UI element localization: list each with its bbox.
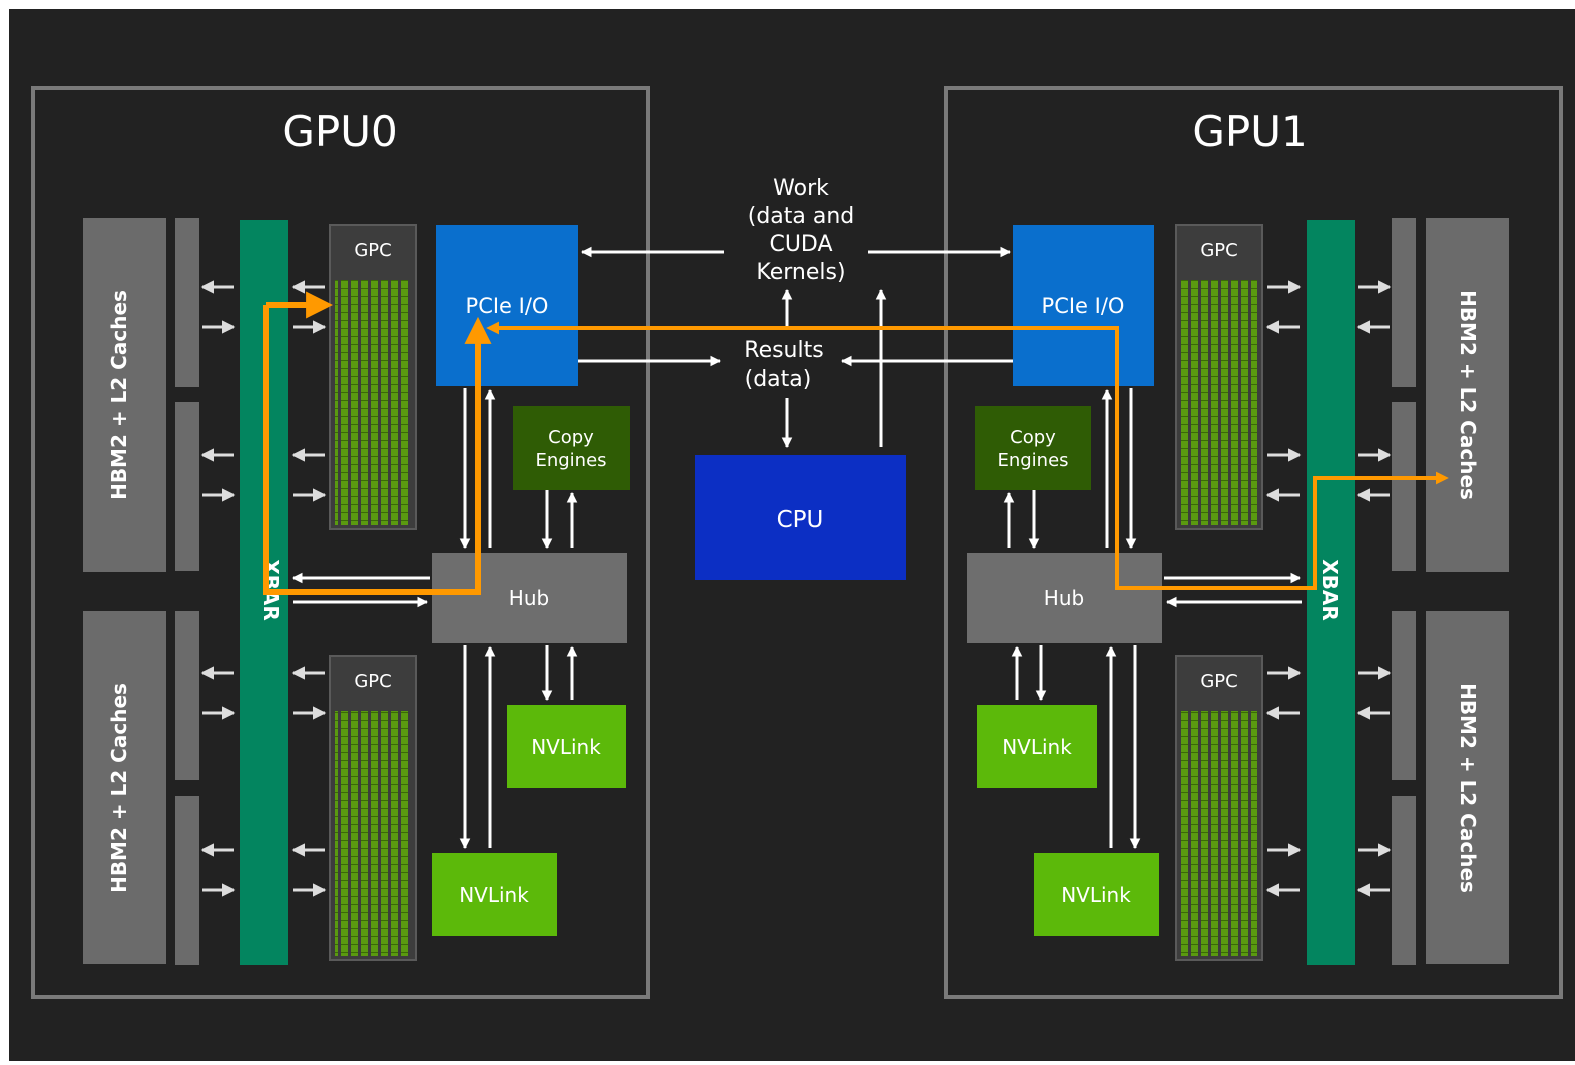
gpu0-mem-controller (175, 402, 199, 571)
gpu1-gpc-top-cores (1181, 280, 1257, 525)
gpu1-mem-controller (1392, 402, 1416, 571)
gpu0-memory-bottom (83, 611, 166, 964)
gpu0-memory-top (83, 218, 166, 572)
gpu1-xbar-label: XBAR (1318, 559, 1342, 621)
gpu1-gpc-bottom-label: GPC (1200, 671, 1237, 692)
arrow-icon (291, 246, 1302, 850)
gpu1-copy-engines (975, 406, 1091, 490)
gpu1-nvlink-2 (1034, 853, 1159, 936)
gpu1-xbar (1307, 220, 1355, 965)
cpu-block (695, 455, 906, 580)
gpu1-copy-engines-label-line1: Copy (1010, 427, 1056, 448)
gpu1-memory-bottom (1426, 611, 1509, 964)
gpu1-gpc-bottom-cores (1181, 711, 1257, 956)
gpu1-mem-controller (1392, 611, 1416, 780)
gpu0-hub-label: Hub (509, 586, 549, 610)
gpu0-memory-bottom-label: HBM2 + L2 Caches (107, 683, 131, 893)
gpu0-mem-controller (175, 611, 199, 780)
work-label-line2: (data and (748, 204, 855, 229)
gpu0-nvlink-1-label: NVLink (531, 735, 601, 759)
gpu1-memory-top-label: HBM2 + L2 Caches (1456, 290, 1480, 500)
gpu0-panel (31, 86, 650, 999)
gpu0-hub (432, 553, 627, 643)
gpu1-mem-controller (1392, 796, 1416, 965)
gpu0-pcie-label: PCIe I/O (466, 294, 549, 318)
gpu1-hub (967, 553, 1162, 643)
gpu0-copy-engines (513, 406, 630, 490)
gpu0-nvlink-1 (507, 705, 626, 788)
gpu0-gpc-bottom-cores (335, 711, 411, 956)
cpu-label: CPU (777, 507, 824, 533)
gpu0-copy-engines-label-line2: Engines (535, 450, 606, 471)
work-label-line4: Kernels) (756, 260, 845, 285)
gpu1-nvlink-1-label: NVLink (1002, 735, 1072, 759)
gpu1-memory-top (1426, 218, 1509, 572)
work-label-line3: CUDA (769, 232, 832, 257)
gpu1-gpc-top-label: GPC (1200, 240, 1237, 261)
gpu0-gpc-bottom-label: GPC (354, 671, 391, 692)
gpu0-nvlink-2 (432, 853, 557, 936)
gpu0-gpc-top-label: GPC (354, 240, 391, 261)
work-label-line1: Work (773, 176, 829, 201)
gpu1-nvlink-2-label: NVLink (1061, 883, 1131, 907)
gpu0-title: GPU0 (282, 107, 397, 156)
gpu0-data-path-to-pcie (263, 305, 492, 595)
gpu0-gpc-top-cores (335, 280, 411, 525)
gpu0-pcie-io (436, 225, 578, 386)
results-label-line2: (data) (745, 367, 812, 392)
gpu1-mem-controller (1392, 218, 1416, 387)
gpu1-memory-bottom-label: HBM2 + L2 Caches (1456, 683, 1480, 893)
gpu0-nvlink-2-label: NVLink (459, 883, 529, 907)
gpu1-title: GPU1 (1192, 107, 1307, 156)
gpu0-copy-engines-label-line1: Copy (548, 427, 594, 448)
gpu1-pcie-io (1013, 225, 1154, 386)
gpu0-mem-controller (175, 218, 199, 387)
gpu1-pcie-label: PCIe I/O (1042, 294, 1125, 318)
gpu1-hub-label: Hub (1044, 586, 1084, 610)
arrow-icon (200, 280, 1392, 897)
gpu0-mem-controller (175, 796, 199, 965)
gpu1-copy-engines-label-line2: Engines (997, 450, 1068, 471)
gpu1-panel (944, 86, 1563, 999)
gpu1-nvlink-1 (977, 705, 1097, 788)
results-label-line1: Results (744, 338, 823, 363)
gpu0-memory-top-label: HBM2 + L2 Caches (107, 290, 131, 500)
